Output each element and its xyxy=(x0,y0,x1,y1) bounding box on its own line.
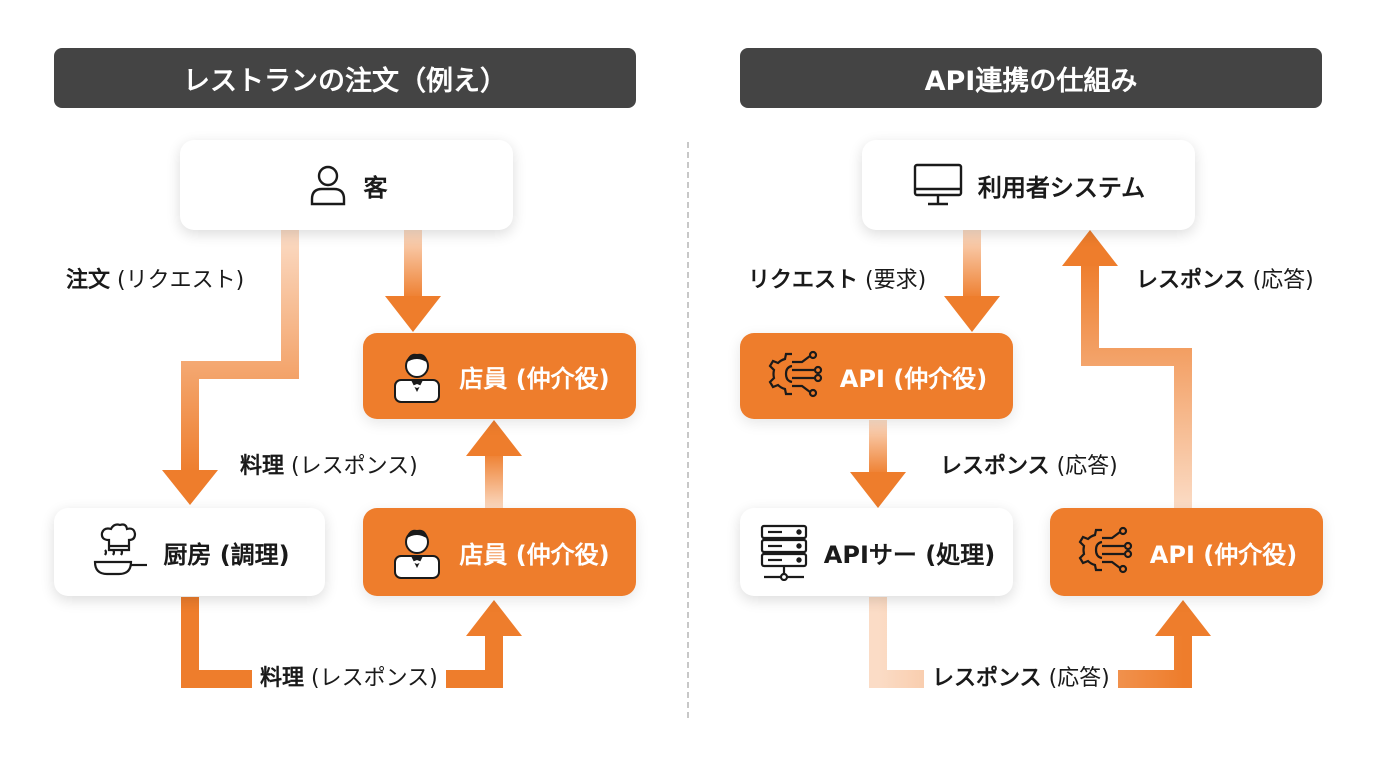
arrow-request xyxy=(944,230,1000,332)
api-top-label: API (仲介役) xyxy=(839,364,988,393)
label-response-top: レスポンス (応答) xyxy=(1134,266,1316,296)
customer-label: 客 xyxy=(363,173,388,202)
label-food-mid: 料理 (レスポンス) xyxy=(238,452,420,482)
section-divider xyxy=(687,142,689,718)
arrow-response-up xyxy=(1062,230,1192,510)
staff-top-label: 店員 (仲介役) xyxy=(459,364,610,393)
arrow-customer-to-staff xyxy=(385,230,441,332)
arrow-api-to-server xyxy=(850,420,906,508)
label-response-bottom: レスポンス (応答) xyxy=(924,664,1118,694)
api-bottom-box: API (仲介役) xyxy=(1050,508,1323,596)
label-food-bottom: 料理 (レスポンス) xyxy=(252,664,446,694)
waiter-icon xyxy=(389,524,445,580)
monitor-icon xyxy=(912,162,964,208)
person-icon xyxy=(306,163,350,207)
server-icon xyxy=(758,523,810,581)
waiter-icon xyxy=(389,348,445,404)
label-order: 注文 (リクエスト) xyxy=(64,266,247,296)
api-gear-icon xyxy=(1076,524,1136,580)
chef-hat-pan-icon xyxy=(89,522,149,582)
staff-bottom-box: 店員 (仲介役) xyxy=(363,508,636,596)
right-header: API連携の仕組み xyxy=(740,48,1322,108)
api-server-box: APIサー (処理) xyxy=(740,508,1013,596)
staff-bottom-label: 店員 (仲介役) xyxy=(459,540,610,569)
user-system-box: 利用者システム xyxy=(862,140,1195,230)
customer-box: 客 xyxy=(180,140,513,230)
left-header: レストランの注文（例え） xyxy=(54,48,636,108)
label-response-mid: レスポンス (応答) xyxy=(938,452,1120,482)
api-gear-icon xyxy=(766,348,826,404)
arrow-staff-to-staff-up xyxy=(466,420,522,510)
kitchen-box: 厨房 (調理) xyxy=(54,508,325,596)
staff-top-box: 店員 (仲介役) xyxy=(363,333,636,419)
user-system-label: 利用者システム xyxy=(977,173,1146,202)
api-server-label: APIサー (処理) xyxy=(823,540,996,569)
label-request: リクエスト (要求) xyxy=(746,266,929,296)
arrow-order-to-kitchen xyxy=(162,230,299,505)
api-top-box: API (仲介役) xyxy=(740,333,1013,419)
kitchen-label: 厨房 (調理) xyxy=(163,540,290,569)
api-bottom-label: API (仲介役) xyxy=(1149,540,1298,569)
